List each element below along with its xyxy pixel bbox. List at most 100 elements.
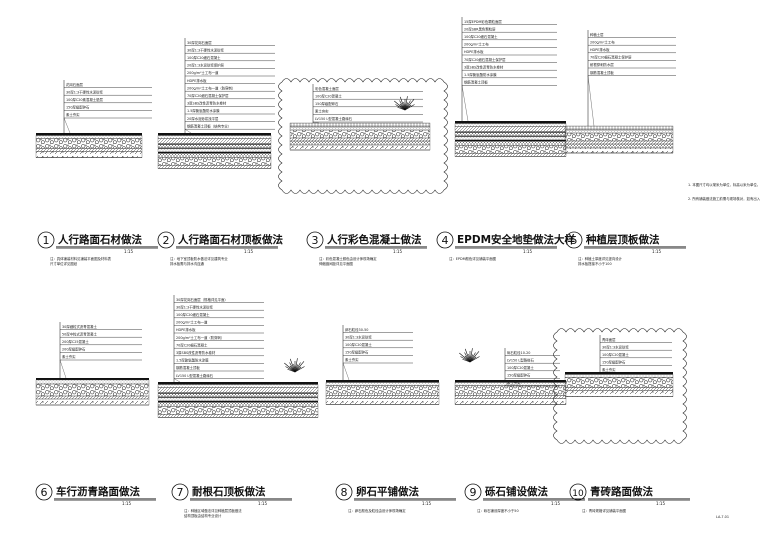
detail-title: 耐根石顶板做法 [192,485,266,498]
detail-title-block: 3 人行彩色混凝土做法 1:15 注：彩色混凝土颜色由设计师现场确定伸缩缝间距详见平面… [306,231,427,266]
layer-label: 20厚SBR黑色颗粒层 [464,26,496,31]
detail-title: 车行沥青路面做法 [56,485,140,498]
detail-scale: 1:15 [656,501,665,506]
detail-scale: 1:15 [551,501,560,506]
layer-label: 200g/m²土工布一道 [187,70,219,75]
detail-number: 1 [43,234,50,247]
detail-note: 注：青砖规格详见铺装平面图 [582,508,627,513]
detail-number: 3 [312,234,319,247]
layer-callouts: 种植土层200g/m²土工布HDPE排水板70厚C20细石混凝土保护层耐根穿刺防… [587,30,676,127]
detail-scale: 1:15 [122,501,131,506]
detail-title: 人行路面石材顶板做法 [178,233,283,246]
layer-label: 彩色混凝土面层 [315,86,339,91]
layer-label: 150厚级配碎石 [315,101,339,106]
layer-label: HDPE排水板 [590,47,610,52]
layer-label: 15厚EPDM彩色颗粒面层 [464,19,502,24]
detail-number-circle [37,231,55,249]
layer-label: 30厚细粒式沥青混凝土 [62,324,97,329]
layer-label: 素土夯实 [66,112,80,117]
detail-note: 注：卵石颜色及粒径由设计师现场确定 [348,508,406,513]
detail-note: 注：种植土厚度详见竖向设计 [578,256,623,261]
layer-label: 20厚水泥砂浆找平层 [187,116,219,121]
section-layers [157,133,272,169]
layer-label: 100厚C20细石混凝土 [187,55,221,60]
detail-scale: 1:15 [393,249,402,254]
layer-label: 150厚级配碎石 [602,360,626,365]
plant-symbol [459,348,480,363]
detail-7: 30厚花岗石面层（规格详见平面）30厚1:3干硬性水泥砂浆100厚C20细石混凝… [157,295,319,518]
layer-label: 钢筋混凝土顶板（结构专业） [187,123,231,128]
detail-note: 排水板搭接不小于100 [578,261,612,266]
layer-label: 砾石粒径10-20 [507,350,530,355]
detail-number: 6 [41,486,48,499]
detail-number-circle [171,483,189,501]
detail-number-circle [306,231,324,249]
layer-label: 70厚C20细石混凝土保护层 [590,55,632,60]
layer-label: 3厚SBS改性沥青防水卷材 [187,101,227,106]
section-layers [289,122,431,151]
detail-title: 青砖路面做法 [590,485,653,498]
detail-note: 注：砾石铺设厚度不小于50 [477,508,519,513]
detail-8: 卵石粒径30-5030厚1:3水泥砂浆100厚C20混凝土150厚级配碎石素土夯… [325,325,456,513]
layer-label: 20厚1:3水泥砂浆保护层 [187,63,225,68]
layer-label: 素土夯实 [507,380,521,385]
layer-label: 70厚C20细石混凝土保护层 [187,93,229,98]
section-layers [454,121,567,157]
detail-number-circle [157,231,175,249]
layer-label: 200g/m²土工布一道 [176,320,208,325]
layer-label: 钢筋混凝土顶板 [590,70,614,75]
layer-label: 70厚C20细石混凝土 [176,342,208,347]
layer-label: 100厚C20素混凝土垫层 [66,97,103,102]
detail-number: 2 [163,234,170,247]
section-layers [35,133,143,158]
layer-label: 100厚C20细石混凝土 [176,312,210,317]
plant-symbol [394,96,415,111]
detail-number: 9 [470,486,477,499]
layer-label: 素土夯实 [315,109,329,114]
section-layers [454,380,567,405]
section-layers [564,372,674,397]
layer-label: 200厚C25混凝土 [62,339,89,344]
detail-title: 人行彩色混凝土做法 [327,233,422,246]
plant-symbol [284,358,305,373]
layer-label: 30厚1:3干硬性水泥砂浆 [187,47,225,52]
layer-label: 70厚C20细石混凝土保护层 [464,57,506,62]
detail-note: 伸缩缝间距详见平面图 [319,261,354,266]
layer-callouts: 30厚花岗石面层（规格详见平面）30厚1:3干硬性水泥砂浆100厚C20细石混凝… [173,295,264,383]
layer-label: LV150 L型混凝土路缘石 [315,116,353,121]
layer-label: 钢筋混凝土顶板 [464,80,488,85]
layer-label: 素土夯实 [62,354,76,359]
detail-note: 注：彩色混凝土颜色由设计师现场确定 [319,256,377,261]
layer-label: 150厚级配碎石 [507,373,531,378]
detail-note: 注：EPDM颜色详见铺装平面图 [449,256,497,261]
section-layers [35,378,150,406]
detail-note: 排水板需与排水沟连通 [170,261,205,266]
detail-number-circle [569,483,587,501]
layer-label: 花岗石面层 [66,82,84,87]
section-layers [157,382,319,418]
sheet-code: LA-7.01 [716,515,729,519]
layer-label: 卵石粒径30-50 [345,327,368,332]
detail-title: 人行路面石材做法 [58,233,142,246]
detail-title-block: 6 车行沥青路面做法 1:15 [35,483,156,506]
layer-label: LV150 L型混凝土路缘石 [176,373,214,378]
general-notes: 1. 本图尺寸均以毫米为单位，标高以米为单位。2. 所有铺装做法施工前需与现场核… [688,182,760,201]
layer-label: LV150 L型路缘石 [507,357,534,362]
detail-number: 8 [341,486,348,499]
detail-note: 注：地下室顶板防水做法详见建筑专业 [170,256,228,261]
general-note: 2. 所有铺装做法施工前需与现场核对，如有出入及时与设计单位联系。 [688,196,760,201]
layer-label: 100厚C20细石混凝土 [464,34,498,39]
revision-cloud [553,328,687,444]
detail-note: 尺寸单位详见图纸 [50,261,78,266]
detail-scale: 1:15 [652,249,661,254]
